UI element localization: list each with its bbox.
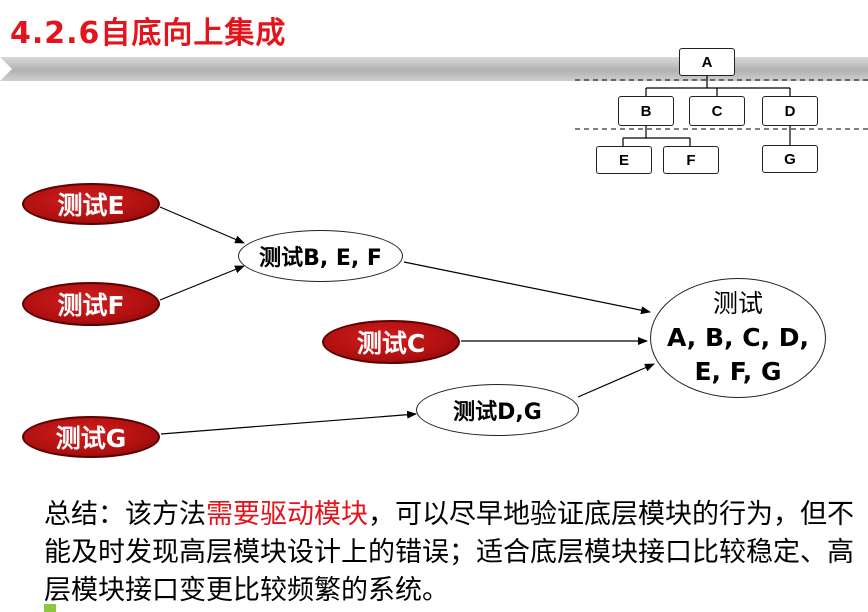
pill-test-c: 测试C [322,320,460,364]
arrow-DG-to-all [577,363,655,398]
tree-node-b: B [618,96,674,126]
arrow-BEF-to-all [403,261,651,315]
summary-text: 总结：该方法需要驱动模块，可以尽早地验证底层模块的行为，但不能及时发现高层模块设… [44,496,864,610]
tree-node-f: F [663,146,719,174]
arrow-F-to-BEF [159,265,245,301]
tree-node-d: D [762,96,818,126]
oval-test-bef: 测试B, E, F [238,230,403,282]
tree-node-g: G [762,145,818,173]
tree-connectors [622,76,791,146]
summary-part1: 总结：该方法 [44,499,206,530]
oval-test-all-line3: E, F, G [694,357,782,386]
summary-part2: ，可以尽早地验证底层模块的行为，但不能及时发现高层模块设计上的错误；适合底层模块… [44,499,854,606]
oval-test-dg: 测试D,G [416,384,579,436]
pill-test-e: 测试E [22,183,160,225]
bar-notch-shape [0,57,12,81]
pill-test-g: 测试G [22,416,160,458]
arrow-E-to-BEF [159,206,245,244]
summary-highlight: 需要驱动模块 [206,499,368,530]
tree-node-e: E [596,146,652,174]
tree-node-c: C [689,96,745,126]
tree-node-a: A [679,48,735,76]
oval-test-all-line1: 测试 [712,289,763,318]
oval-test-all-line2: A, B, C, D, [666,323,810,352]
slide-title: 4.2.6自底向上集成 [10,16,287,51]
oval-test-all: 测试 A, B, C, D, E, F, G [650,278,826,398]
arrow-G-to-DG [160,410,417,435]
bottom-accent-strip [44,604,56,612]
pill-test-f: 测试F [22,282,160,326]
